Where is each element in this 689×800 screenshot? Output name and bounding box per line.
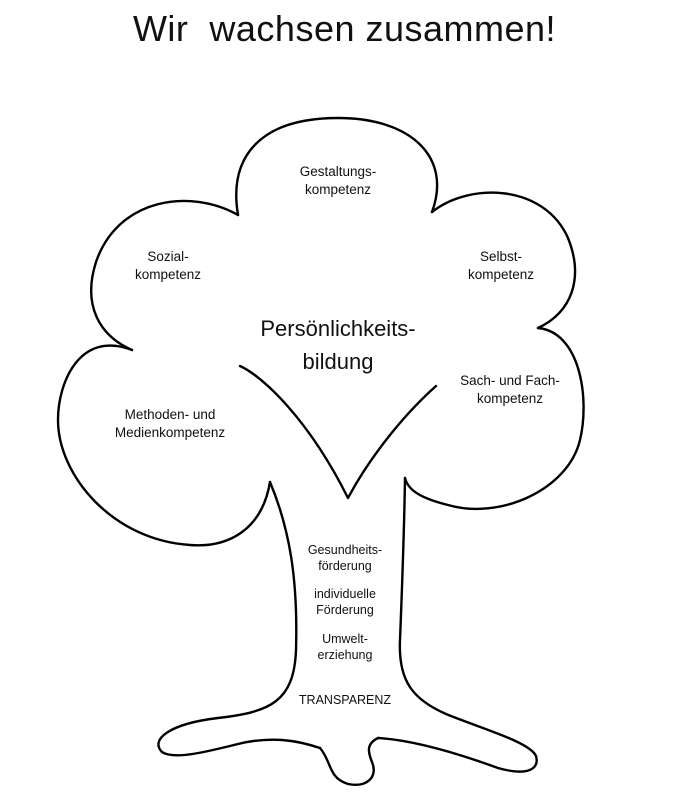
label-gestaltungskompetenz: Gestaltungs- kompetenz xyxy=(268,163,408,199)
label-sozialkompetenz: Sozial- kompetenz xyxy=(108,248,228,284)
label-transparenz: TRANSPARENZ xyxy=(298,693,392,707)
label-line: Medienkompetenz xyxy=(114,425,226,441)
label-umwelterziehung: Umwelt- erziehung xyxy=(290,632,400,663)
label-line: Persönlichkeits- xyxy=(260,316,416,341)
label-gesundheitsfoerderung: Gesundheits- förderung xyxy=(290,543,400,574)
label-line: erziehung xyxy=(317,647,373,662)
label-line: Umwelt- xyxy=(322,632,368,646)
label-methoden-medienkompetenz: Methoden- und Medienkompetenz xyxy=(90,406,250,442)
label-line: bildung xyxy=(302,349,374,374)
label-selbstkompetenz: Selbst- kompetenz xyxy=(446,248,556,284)
label-line: Selbst- xyxy=(479,249,523,264)
label-line: individuelle xyxy=(314,587,376,601)
label-sach-fachkompetenz: Sach- und Fach- kompetenz xyxy=(440,372,580,408)
trunk-left xyxy=(157,480,322,757)
crown-lobe-lower-left xyxy=(56,344,272,547)
label-line: kompetenz xyxy=(134,267,202,283)
branch-fork xyxy=(238,364,438,500)
label-line: kompetenz xyxy=(467,267,535,283)
label-individuelle-foerderung: individuelle Förderung xyxy=(290,587,400,618)
label-line: Methoden- und xyxy=(124,407,216,422)
label-line: Sozial- xyxy=(147,249,189,264)
label-line: Sach- und Fach- xyxy=(460,373,560,388)
page-title: Wir wachsen zusammen! xyxy=(132,8,557,49)
label-line: Gestaltungs- xyxy=(299,164,377,179)
root-middle xyxy=(318,736,380,786)
label-line: Gesundheits- xyxy=(307,543,383,557)
label-persoenlichkeitsbildung: Persönlichkeits- bildung xyxy=(218,312,458,378)
trunk-right xyxy=(376,476,538,773)
crown-lobe-upper-left xyxy=(90,199,240,352)
label-line: förderung xyxy=(318,558,372,573)
label-line: kompetenz xyxy=(476,391,544,407)
crown-lobe-top xyxy=(235,116,439,217)
label-line: kompetenz xyxy=(304,182,372,198)
label-line: Förderung xyxy=(316,602,374,617)
crown-lobe-lower-right xyxy=(403,326,585,510)
crown-lobe-upper-right xyxy=(430,191,577,330)
